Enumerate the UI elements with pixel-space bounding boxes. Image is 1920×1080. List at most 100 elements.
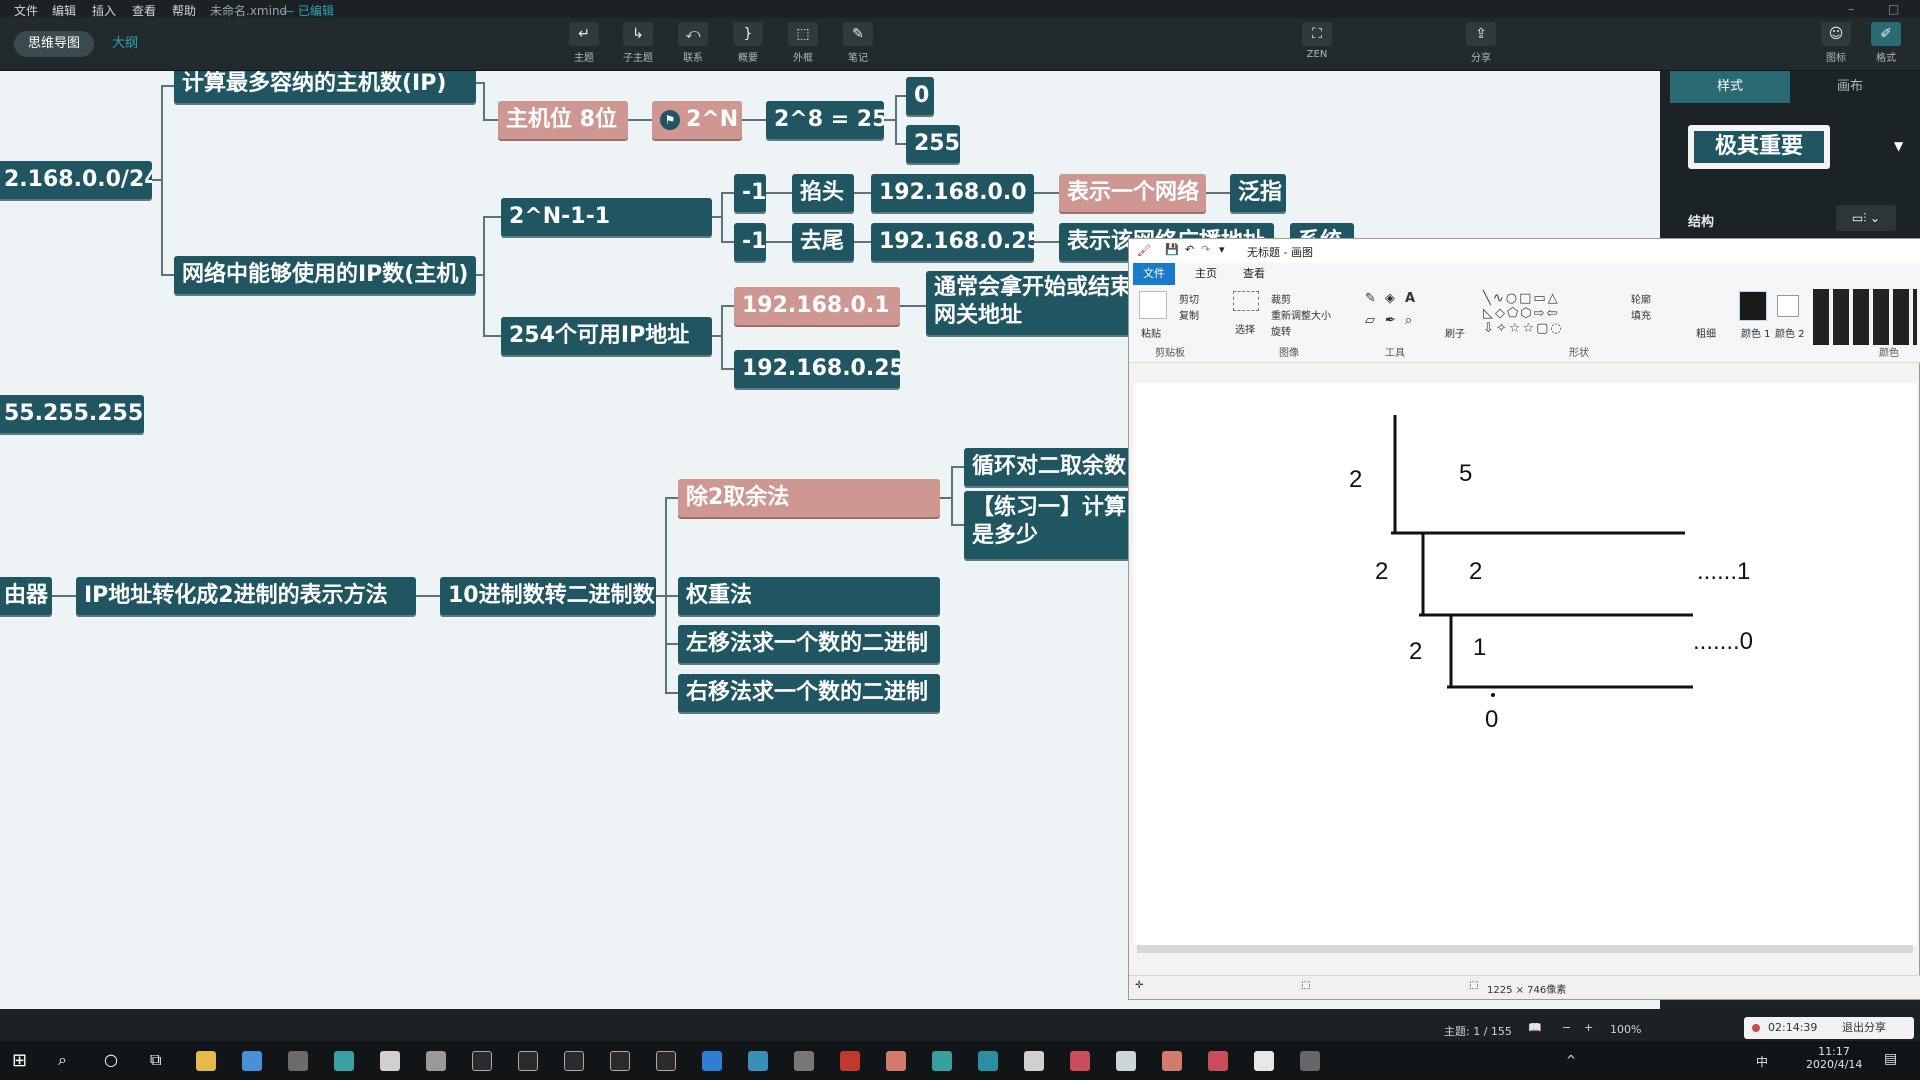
topic-router[interactable]: 由器 bbox=[0, 577, 52, 615]
topic-represents-network[interactable]: 表示一个网络 bbox=[1059, 174, 1206, 212]
topic-subnet-mask[interactable]: 55.255.255.0 bbox=[0, 395, 144, 433]
rotate-button[interactable]: 旋转 bbox=[1271, 327, 1291, 338]
tab-mindmap[interactable]: 思维导图 bbox=[14, 31, 95, 57]
paint-canvas[interactable]: 2 5 2 2 ......1 2 1 .......0 0 bbox=[1133, 383, 1917, 945]
topic-host-bits[interactable]: 主机位 8位 bbox=[498, 101, 628, 139]
color-picker-icon[interactable]: ✒ bbox=[1385, 313, 1396, 328]
color2-swatch[interactable] bbox=[1777, 295, 1799, 317]
app-icon-12[interactable] bbox=[1208, 1051, 1228, 1071]
topic-gateway-note[interactable]: 通常会拿开始或结束 网关地址 bbox=[926, 271, 1136, 335]
size-button[interactable]: 粗细 bbox=[1696, 329, 1716, 340]
fill-bucket-icon[interactable]: ◈ bbox=[1385, 291, 1395, 306]
shapes-gallery[interactable]: ╲∿○□▭△◺◇⬠⬡⇨⇦⇩✧☆☆▢◌ bbox=[1483, 291, 1564, 336]
note-button[interactable]: ✎笔记 bbox=[834, 22, 882, 68]
intellij-icon[interactable] bbox=[518, 1051, 538, 1071]
paint-scrollbar[interactable] bbox=[1137, 945, 1913, 953]
topic-weight-method[interactable]: 权重法 bbox=[678, 577, 940, 615]
menu-help[interactable]: 帮助 bbox=[172, 4, 197, 18]
topic-left-shift[interactable]: 左移法求一个数的二进制 bbox=[678, 625, 940, 663]
tab-canvas[interactable]: 画布 bbox=[1836, 79, 1863, 94]
select-icon[interactable] bbox=[1233, 291, 1259, 311]
topic-exercise-one[interactable]: 【练习一】计算 是多少 bbox=[964, 491, 1136, 559]
app-icon-14[interactable] bbox=[1300, 1051, 1320, 1071]
pencil-icon[interactable]: ✎ bbox=[1365, 291, 1376, 306]
goland-icon[interactable] bbox=[564, 1051, 584, 1071]
phpstorm-icon[interactable] bbox=[656, 1051, 676, 1071]
central-topic-subnet[interactable]: 2.168.0.0/24 bbox=[0, 161, 152, 199]
topic-minus-one-b[interactable]: -1 bbox=[734, 223, 766, 261]
topic-usable-ip-count[interactable]: 网络中能够使用的IP数(主机) bbox=[174, 256, 476, 294]
topic-zero[interactable]: 0 bbox=[906, 77, 934, 115]
topic-ip-to-binary[interactable]: IP地址转化成2进制的表示方法 bbox=[76, 577, 416, 615]
app-icon-7[interactable] bbox=[978, 1051, 998, 1071]
paint-tab-file[interactable]: 文件 bbox=[1133, 263, 1175, 285]
share-button[interactable]: ⇪分享 bbox=[1457, 22, 1505, 68]
select-button[interactable]: 选择 bbox=[1235, 325, 1255, 336]
windows-start-icon[interactable]: ⊞ bbox=[12, 1050, 28, 1071]
color1-swatch[interactable] bbox=[1739, 291, 1767, 321]
zoom-in-icon[interactable]: + bbox=[1584, 1021, 1594, 1034]
resize-button[interactable]: 重新调整大小 bbox=[1271, 311, 1331, 322]
menu-edit[interactable]: 编辑 bbox=[52, 4, 77, 18]
style-preset-button[interactable]: 极其重要 bbox=[1688, 125, 1830, 169]
xmind-icon[interactable] bbox=[886, 1051, 906, 1071]
minimize-icon[interactable]: – bbox=[1848, 2, 1854, 16]
topic-ip-192-168-0-254[interactable]: 192.168.0.254 bbox=[734, 350, 900, 388]
topic-decimal-to-binary[interactable]: 10进制数转二进制数 bbox=[440, 577, 656, 615]
undo-icon[interactable]: ↶ bbox=[1185, 243, 1195, 256]
tab-style[interactable]: 样式 bbox=[1670, 71, 1790, 103]
zoom-level[interactable]: 100% bbox=[1610, 1023, 1642, 1036]
cortana-icon[interactable]: ○ bbox=[104, 1050, 118, 1069]
topic-2-pow-n[interactable]: ⚑ 2^N bbox=[652, 101, 742, 139]
maximize-icon[interactable]: □ bbox=[1888, 2, 1900, 16]
app-icon-9[interactable] bbox=[1070, 1051, 1090, 1071]
topic-remove-tail[interactable]: 去尾 bbox=[792, 223, 854, 261]
app-icon-8[interactable] bbox=[1024, 1051, 1044, 1071]
structure-dropdown[interactable]: ▭⫶ ⌄ bbox=[1836, 205, 1896, 231]
outline-button[interactable]: 轮廓 bbox=[1631, 295, 1651, 306]
paint-tab-view[interactable]: 查看 bbox=[1243, 267, 1265, 280]
text-icon[interactable]: A bbox=[1405, 291, 1416, 306]
menu-view[interactable]: 查看 bbox=[132, 4, 157, 18]
copy-button[interactable]: 复制 bbox=[1179, 311, 1199, 322]
color1-button[interactable]: 颜色 1 bbox=[1741, 329, 1771, 340]
topic-255[interactable]: 255 bbox=[906, 125, 960, 163]
chevron-down-icon[interactable]: ▼ bbox=[1894, 139, 1904, 153]
task-view-icon[interactable]: ⧉ bbox=[150, 1050, 162, 1069]
notification-icon[interactable]: ▤ bbox=[1884, 1051, 1898, 1067]
paste-button[interactable]: 粘贴 bbox=[1141, 329, 1161, 340]
topic-remove-head[interactable]: 掐头 bbox=[792, 174, 854, 212]
zoom-out-icon[interactable]: − bbox=[1562, 1021, 1572, 1034]
topic-254-usable-ips[interactable]: 254个可用IP地址 bbox=[501, 317, 712, 355]
ime-indicator[interactable]: 中 bbox=[1756, 1055, 1769, 1069]
topic-ip-192-168-0-0[interactable]: 192.168.0.0 bbox=[871, 174, 1034, 212]
crop-button[interactable]: 裁剪 bbox=[1271, 295, 1291, 306]
eraser-icon[interactable]: ▱ bbox=[1365, 313, 1375, 328]
pycharm-icon[interactable] bbox=[610, 1051, 630, 1071]
mail-icon[interactable] bbox=[334, 1051, 354, 1071]
app-icon-11[interactable] bbox=[1162, 1051, 1182, 1071]
subtopic-button[interactable]: ↳子主题 bbox=[614, 22, 662, 68]
app-icon-3[interactable] bbox=[748, 1051, 768, 1071]
app-icon-5[interactable] bbox=[840, 1051, 860, 1071]
topic-loop-remainder[interactable]: 循环对二取余数 bbox=[964, 448, 1136, 486]
boundary-button[interactable]: ⬚外框 bbox=[779, 22, 827, 68]
icon-panel-button[interactable]: ☺图标 bbox=[1812, 22, 1860, 68]
tray-overflow-icon[interactable]: ^ bbox=[1566, 1053, 1577, 1067]
topic-divide-by-2[interactable]: 除2取余法 bbox=[678, 479, 940, 517]
summary-button[interactable]: }概要 bbox=[724, 22, 772, 68]
vscode-icon[interactable] bbox=[702, 1051, 722, 1071]
store-icon[interactable] bbox=[288, 1051, 308, 1071]
app-icon-6[interactable] bbox=[932, 1051, 952, 1071]
app-icon-13[interactable] bbox=[1254, 1051, 1274, 1071]
paint-tab-home[interactable]: 主页 bbox=[1195, 267, 1217, 280]
quick-access-chevron-icon[interactable]: ▾ bbox=[1219, 243, 1225, 256]
menu-file[interactable]: 文件 bbox=[14, 4, 39, 18]
app-icon-10[interactable] bbox=[1116, 1051, 1136, 1071]
file-explorer-icon[interactable] bbox=[196, 1051, 216, 1071]
format-panel-button[interactable]: ✐格式 bbox=[1862, 22, 1910, 68]
datagrip-icon[interactable] bbox=[472, 1051, 492, 1071]
redo-icon[interactable]: ↷ bbox=[1201, 243, 1211, 256]
cut-button[interactable]: 剪切 bbox=[1179, 295, 1199, 306]
clock[interactable]: 11:17 2020/4/14 bbox=[1806, 1045, 1862, 1071]
